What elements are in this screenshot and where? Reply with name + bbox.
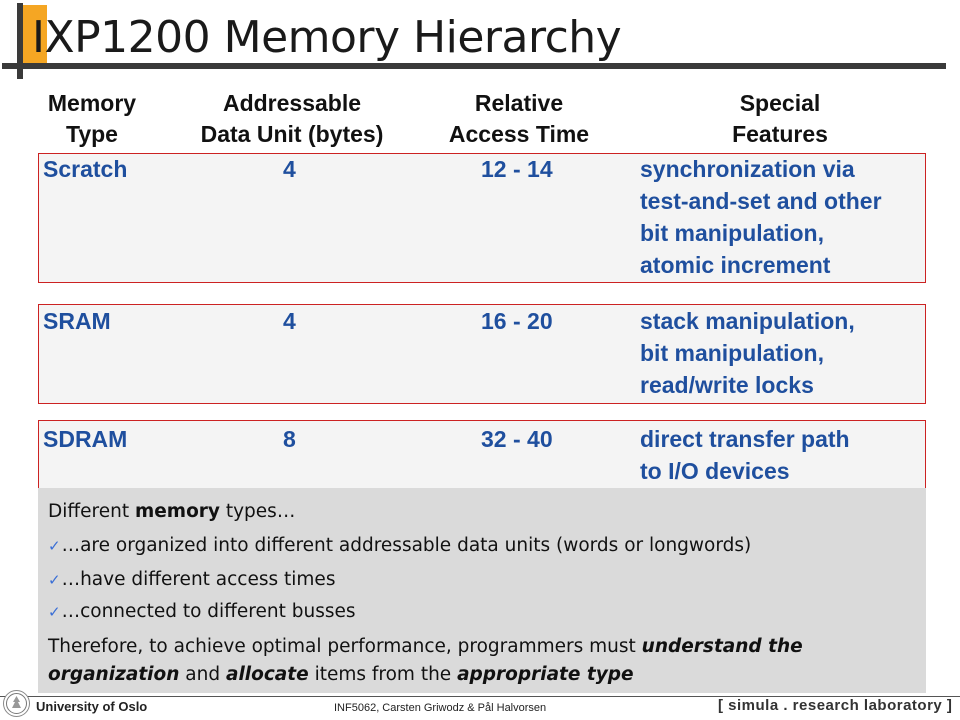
header-memory-type-line2: Type (66, 121, 118, 147)
footer-credit: INF5062, Carsten Griwodz & Pål Halvorsen (334, 702, 547, 714)
title-accent-bar (23, 5, 47, 67)
feature-line: test-and-set and other (640, 188, 882, 214)
header-memory-type: Memory Type (36, 88, 148, 150)
check-icon: ✓ (48, 603, 61, 621)
footer-lab-logo: [ simula . research laboratory ] (718, 697, 953, 714)
bullet-text: …connected to different busses (61, 601, 356, 622)
row-scratch-type: Scratch (43, 156, 128, 182)
notes-intro: Different memory types… (48, 499, 295, 525)
feature-line: bit manipulation, (640, 220, 824, 246)
header-addressable-unit-line2: Data Unit (bytes) (200, 121, 384, 147)
header-access-time-line1: Relative (474, 90, 564, 116)
title-vertical-rule (17, 3, 23, 79)
row-sdram-features: direct transfer path to I/O devices (640, 423, 850, 487)
list-item: ✓…have different access times (48, 567, 335, 593)
row-scratch-time: 12 - 14 (481, 156, 553, 182)
feature-line: bit manipulation, (640, 340, 824, 366)
title-horizontal-rule (2, 63, 946, 69)
footer-divider (0, 696, 960, 697)
notes-conclusion-line2: organization and allocate items from the… (48, 662, 634, 688)
header-addressable-unit: Addressable Data Unit (bytes) (180, 88, 404, 150)
header-special-features-line2: Features (732, 121, 828, 147)
header-special-features: Special Features (700, 88, 860, 150)
table-row (38, 420, 926, 500)
feature-line: to I/O devices (640, 458, 790, 484)
feature-line: stack manipulation, (640, 308, 855, 334)
footer-university: University of Oslo (36, 699, 148, 714)
row-sram-type: SRAM (43, 308, 111, 334)
header-memory-type-line1: Memory (47, 90, 137, 116)
notes-panel: Different memory types… ✓…are organized … (38, 488, 926, 693)
table-row (38, 304, 926, 404)
bullet-text: …have different access times (61, 569, 336, 590)
feature-line: atomic increment (640, 252, 831, 278)
feature-line: direct transfer path (640, 426, 850, 452)
header-access-time-line2: Access Time (448, 121, 590, 147)
notes-intro-pre: Different (48, 501, 135, 522)
row-sdram-time: 32 - 40 (481, 426, 553, 452)
check-icon: ✓ (48, 537, 61, 555)
header-special-features-line1: Special (739, 90, 821, 116)
row-sram-unit: 4 (283, 308, 296, 334)
row-scratch-unit: 4 (283, 156, 296, 182)
list-item: ✓…are organized into different addressab… (48, 533, 751, 559)
check-icon: ✓ (48, 571, 61, 589)
row-sdram-unit: 8 (283, 426, 296, 452)
row-sram-time: 16 - 20 (481, 308, 553, 334)
table-row (38, 153, 926, 283)
conclusion-emphasis: understand the (641, 636, 803, 657)
conclusion-emphasis: allocate (225, 664, 309, 685)
feature-line: read/write locks (640, 372, 814, 398)
university-seal-icon (3, 690, 30, 717)
conclusion-emphasis: organization (48, 664, 180, 685)
bullet-text: …are organized into different addressabl… (61, 535, 752, 556)
row-sram-features: stack manipulation, bit manipulation, re… (640, 305, 855, 401)
notes-intro-post: types… (219, 501, 296, 522)
conclusion-emphasis: appropriate type (457, 664, 634, 685)
conclusion-text: items from the (308, 664, 458, 685)
notes-conclusion-line1: Therefore, to achieve optimal performanc… (48, 634, 803, 660)
header-access-time: Relative Access Time (434, 88, 604, 150)
conclusion-text: and (179, 664, 226, 685)
notes-intro-bold: memory (134, 501, 220, 522)
list-item: ✓…connected to different busses (48, 599, 356, 625)
slide-title: IXP1200 Memory Hierarchy (32, 12, 622, 63)
conclusion-text: Therefore, to achieve optimal performanc… (48, 636, 642, 657)
header-addressable-unit-line1: Addressable (222, 90, 362, 116)
row-scratch-features: synchronization via test-and-set and oth… (640, 153, 882, 281)
row-sdram-type: SDRAM (43, 426, 128, 452)
feature-line: synchronization via (640, 156, 855, 182)
